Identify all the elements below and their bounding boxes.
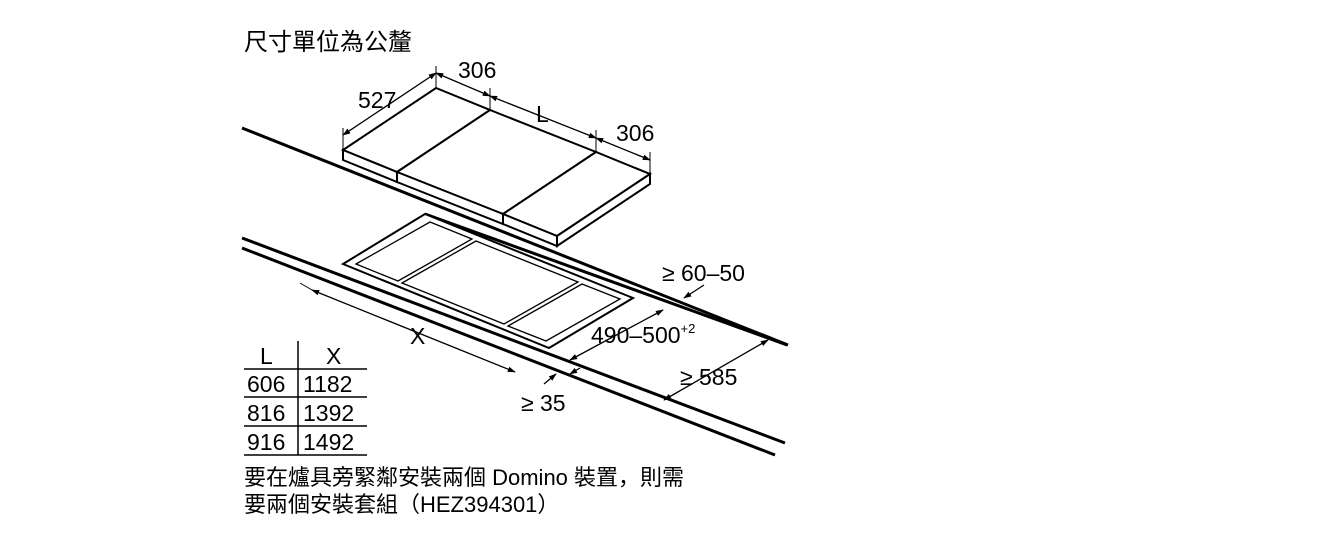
worktop-upper-edge [241,126,789,347]
table-header-x: X [326,343,341,369]
dimension-table [244,341,367,456]
table-cell: 1492 [303,429,354,455]
table-cell: 916 [247,429,285,455]
middle-width-label: L [536,101,549,127]
table-cell: 1392 [303,400,354,426]
table-header-l: L [260,343,273,369]
table-cell: 816 [247,400,285,426]
cutout-depth-label: 490–500+2 [591,321,695,348]
clearance-front-label: ≥ 35 [521,390,566,416]
cutout-depth-value: 490–500 [591,322,681,348]
table-cell: 1182 [303,371,352,397]
cutout-depth-tolerance: +2 [681,321,696,336]
unit-note: 尺寸單位為公釐 [244,29,412,56]
depth-label: 527 [358,87,396,113]
worktop-depth-label: ≥ 585 [680,364,737,390]
cutout-dimensions [299,282,769,401]
cutout-outline [340,212,636,350]
footer-note-line2: 要兩個安裝套組（HEZ394301） [244,492,559,517]
left-width-label: 306 [458,57,496,83]
clearance-back-label: ≥ 60–50 [662,260,745,286]
top-dimensions [342,66,651,174]
right-width-label: 306 [616,120,654,146]
cutout-width-label: X [410,323,425,349]
table-cell: 606 [247,371,285,397]
footer-note-line1: 要在爐具旁緊鄰安裝兩個 Domino 裝置，則需 [244,465,684,490]
